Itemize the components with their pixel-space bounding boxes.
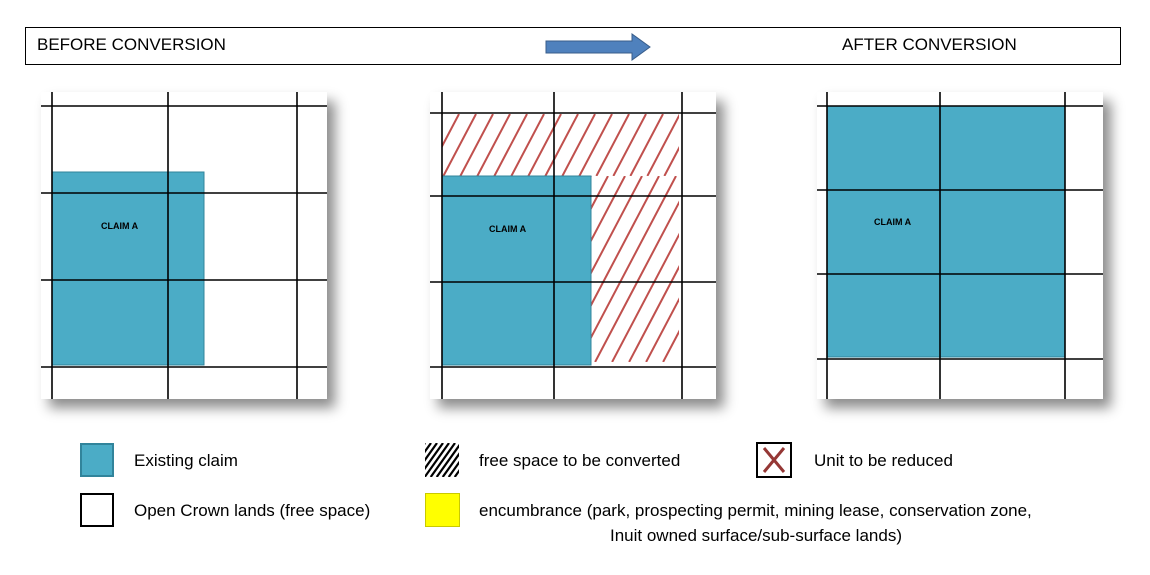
existing-claim-swatch <box>80 443 114 477</box>
before-conversion-label: BEFORE CONVERSION <box>37 35 226 54</box>
hatch-line <box>442 114 477 176</box>
free-space-hatch-top <box>442 114 714 176</box>
legend-encumbrance-line2: Inuit owned surface/sub-surface lands) <box>610 526 902 545</box>
hatch-line <box>591 176 643 276</box>
hatch-line <box>527 114 562 176</box>
hatch-line <box>662 329 679 362</box>
hatch-line <box>680 176 716 362</box>
hatch-line <box>425 443 450 477</box>
hatch-line <box>544 114 579 176</box>
hatch-line <box>594 200 679 362</box>
after-grid <box>817 92 1103 399</box>
hatch-line <box>493 114 528 176</box>
claim-a-area <box>51 171 205 366</box>
open-crown-lands-swatch <box>80 493 114 527</box>
hatch-line <box>591 176 660 308</box>
conversion-grid <box>430 92 716 399</box>
hatch-line <box>441 452 459 477</box>
hatch-line <box>663 146 679 176</box>
free-space-hatch-right <box>591 176 716 362</box>
encumbrance-swatch <box>425 493 460 527</box>
claim-a-area <box>441 175 592 366</box>
hatch-swatch-icon <box>425 443 459 477</box>
hatch-line <box>578 114 613 176</box>
hatch-line <box>453 469 459 477</box>
hatch-line <box>442 114 443 117</box>
hatch-line <box>611 232 679 362</box>
hatch-line <box>442 114 460 149</box>
legend-unit-reduced: Unit to be reduced <box>814 451 953 470</box>
legend-existing-claim: Existing claim <box>134 451 238 470</box>
after-conversion-label: AFTER CONVERSION <box>842 35 1017 54</box>
claim-a-label: CLAIM A <box>101 221 139 231</box>
hatch-line <box>447 460 459 477</box>
x-mark-icon <box>756 442 792 478</box>
legend-free-space-converted: free space to be converted <box>479 451 681 470</box>
claim-a-label: CLAIM A <box>489 224 527 234</box>
hatch-line <box>425 443 444 471</box>
hatch-line <box>591 176 626 243</box>
right-arrow-icon <box>545 33 651 61</box>
hatch-line <box>595 114 630 176</box>
hatch-line <box>681 114 714 176</box>
hatch-line <box>459 114 494 176</box>
hatch-line <box>561 114 596 176</box>
conversion-header-bar: BEFORE CONVERSION AFTER CONVERSION <box>25 27 1121 65</box>
hatch-line <box>425 443 432 454</box>
after-panel: CLAIM A <box>817 92 1103 399</box>
hatch-line <box>629 114 664 176</box>
hatch-line <box>645 297 679 362</box>
grid-lines <box>430 92 716 399</box>
claim-a-label: CLAIM A <box>874 217 912 227</box>
hatch-line <box>435 443 459 477</box>
hatch-line <box>646 114 679 176</box>
grid-lines <box>41 92 327 399</box>
hatch-line <box>425 443 438 462</box>
grid-lines <box>817 92 1103 399</box>
before-panel: CLAIM A <box>41 92 327 399</box>
conversion-panel: CLAIM A <box>430 92 716 399</box>
hatch-line <box>591 176 677 340</box>
legend-open-crown-lands: Open Crown lands (free space) <box>134 501 371 520</box>
legend-encumbrance-line1: encumbrance (park, prospecting permit, m… <box>479 501 1032 520</box>
hatch-line <box>429 443 456 477</box>
hatch-line <box>510 114 545 176</box>
hatch-line <box>628 265 679 362</box>
claim-a-area <box>826 105 1066 358</box>
hatch-line <box>591 176 609 211</box>
hatch-line <box>612 114 647 176</box>
before-grid <box>41 92 327 399</box>
hatch-line <box>476 114 511 176</box>
